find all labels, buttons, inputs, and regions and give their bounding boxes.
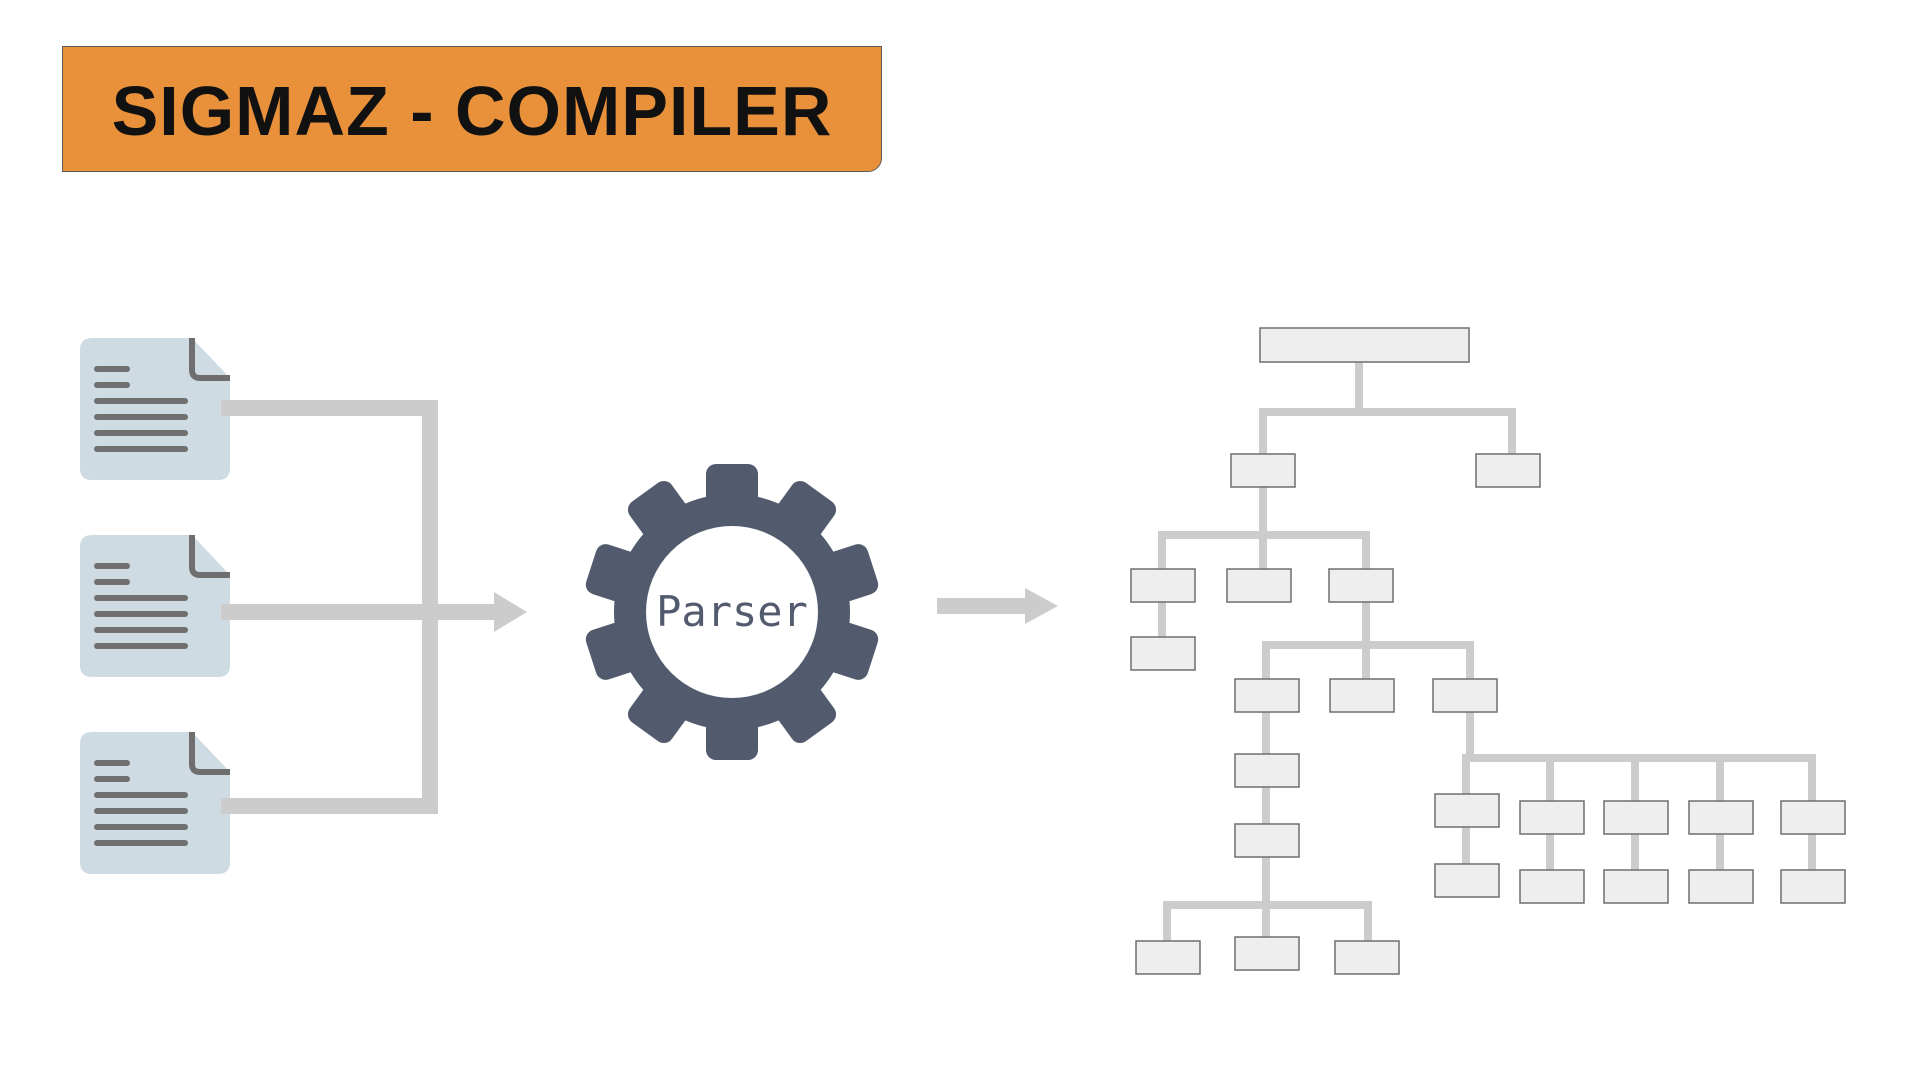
gear-icon: Parser <box>585 464 879 760</box>
tree-node <box>1328 568 1394 603</box>
tree-node <box>1603 800 1669 835</box>
tree-node <box>1135 940 1201 975</box>
parser-label: Parser <box>656 587 808 636</box>
tree-nodes <box>1130 327 1846 975</box>
tree-node <box>1432 678 1498 713</box>
tree-node <box>1334 940 1400 975</box>
tree-node <box>1603 869 1669 904</box>
tree-node-root <box>1259 327 1470 363</box>
tree-node <box>1130 568 1196 603</box>
tree-node <box>1230 453 1296 488</box>
tree-node <box>1475 453 1541 488</box>
syntax-tree <box>1130 327 1846 975</box>
tree-edges <box>1158 358 1816 946</box>
arrow-head <box>494 592 527 632</box>
tree-node <box>1519 800 1585 835</box>
document-icon <box>80 338 230 480</box>
tree-node <box>1434 863 1500 898</box>
tree-node <box>1780 869 1846 904</box>
source-files <box>80 338 230 874</box>
tree-node <box>1234 936 1300 971</box>
tree-node <box>1226 568 1292 603</box>
tree-node <box>1780 800 1846 835</box>
tree-node <box>1688 800 1754 835</box>
document-icon <box>80 535 230 677</box>
input-connector <box>221 400 527 814</box>
tree-node <box>1519 869 1585 904</box>
tree-node <box>1329 678 1395 713</box>
document-icon <box>80 732 230 874</box>
tree-node <box>1234 753 1300 788</box>
title-banner: SIGMAZ - COMPILER <box>62 46 882 172</box>
tree-node <box>1130 636 1196 671</box>
page-title: SIGMAZ - COMPILER <box>111 72 833 150</box>
tree-node <box>1234 678 1300 713</box>
arrow-head <box>1025 588 1058 624</box>
tree-node <box>1434 793 1500 828</box>
tree-node <box>1234 823 1300 858</box>
output-arrow <box>937 588 1058 624</box>
tree-node <box>1688 869 1754 904</box>
